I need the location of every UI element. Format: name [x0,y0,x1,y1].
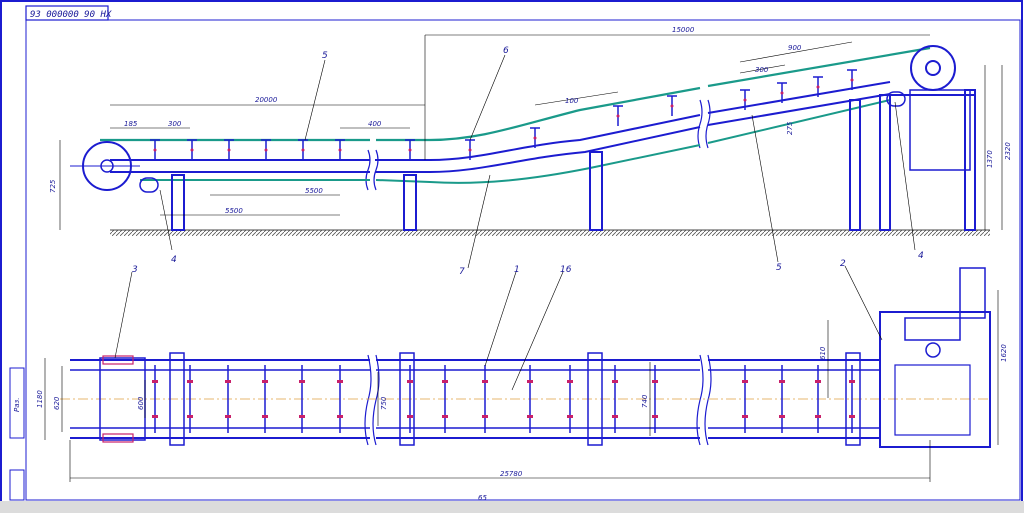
snub-pulley-right [886,91,906,107]
callout-16: 16 [560,265,572,275]
callout-7: 7 [459,267,465,277]
plan-idler-marks [152,380,855,418]
dim-900: 900 [788,44,802,52]
dim-lines [59,34,1003,230]
plan-break-3 [696,354,704,446]
plan-break-1 [364,354,372,446]
dim-275: 275 [786,121,794,135]
dim-620: 620 [53,396,61,410]
dim-20000: 20000 [255,96,278,104]
dim-5500a: 5500 [305,187,323,195]
inner-frame [25,19,1021,501]
dim-1180: 1180 [36,390,44,408]
plan-idlers [154,365,853,433]
side-stamp-lower [9,469,25,501]
plan-dim-lines [44,290,999,482]
break-mark-3 [697,99,703,149]
head-pulley-hub [925,60,941,76]
plan-callout-leaders [114,265,883,391]
dim-740: 740 [641,394,649,408]
dim-100: 100 [565,97,579,105]
plan-break-4 [704,354,712,446]
callout-leaders [159,54,916,269]
dim-725: 725 [49,179,57,193]
callout-3: 3 [132,265,138,275]
drive-frame-plan [879,311,991,448]
callout-4-right: 4 [918,251,924,261]
head-pulley [910,45,956,91]
callout-1: 1 [514,265,520,275]
dim-1370: 1370 [986,150,994,168]
drive-gearbox [904,317,961,341]
idler-pins [153,78,854,152]
dim-620-head: 610 [819,346,827,360]
dim-300b: 300 [755,66,769,74]
ground-hatch [110,230,990,236]
side-elevation: 20000 15000 185 300 400 5500 5500 100 90… [49,26,1012,277]
frame-curve-top [429,114,701,161]
callout-5-bottom: 5 [776,263,782,273]
side-stamp-box [9,367,25,439]
plan-break-2 [372,354,380,446]
idlers-flat [150,69,857,160]
dim-600: 600 [137,396,145,410]
title-stamp: 93 000000 90 НХ [30,10,112,20]
dim-25780: 25780 [500,470,523,478]
snub-pulley-left [139,177,159,193]
dim-750: 750 [380,396,388,410]
dim-5500b: 5500 [225,207,243,215]
side-stamp: Раз. [13,398,21,412]
break-mark-1 [365,149,371,191]
bottom-strip [0,501,1024,513]
plan-feet [169,352,861,446]
break-mark-2 [373,149,379,191]
callout-2: 2 [840,259,846,269]
dim-15000: 15000 [672,26,695,34]
dim-2320: 2320 [1004,142,1012,160]
frame-curve-bot [429,126,701,173]
callout-6: 6 [503,46,509,56]
tail-bearing-bot [102,433,134,443]
bottom-stamp: 65 [478,494,487,502]
drive-motor [959,267,986,319]
tail-bearing-top [102,355,134,365]
drive-tower [909,89,971,171]
dim-185: 185 [124,120,138,128]
title-stamp-box [25,5,109,21]
dim-300a: 300 [168,120,182,128]
callout-5-top: 5 [322,51,328,61]
plan-view: 1180 620 600 750 740 610 1620 25780 3 1 … [36,259,1008,482]
callout-4-left: 4 [171,255,177,265]
incline-top [707,81,891,114]
drive-coupling [925,342,941,358]
dim-400: 400 [368,120,382,128]
incline-bot [707,93,891,126]
dim-1620: 1620 [1000,344,1008,362]
belt-top [100,46,931,142]
drive-pulley-plan [894,364,971,436]
